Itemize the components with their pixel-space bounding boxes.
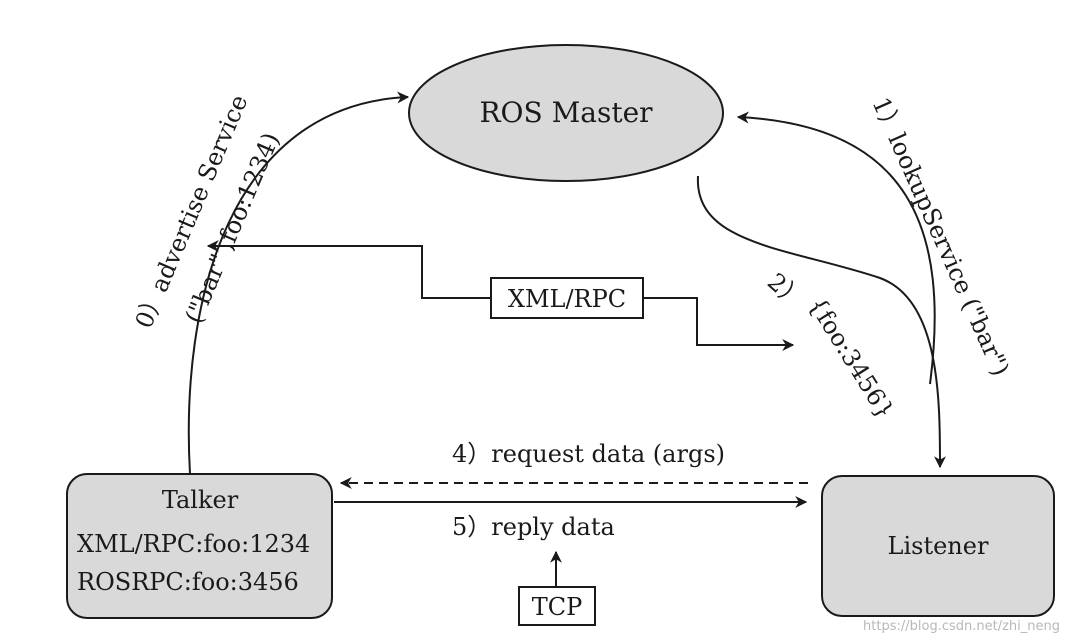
reply-data-label: 5）reply data [452,513,615,541]
talker-rosrpc-address: ROSRPC:foo:3456 [77,568,299,596]
talker-xmlrpc-address: XML/RPC:foo:1234 [77,530,310,558]
ros-master-node [408,44,724,182]
tcp-box [518,586,596,626]
listener-label: Listener [888,532,989,560]
master-reply-arrow [696,175,946,469]
xmlrpc-to-reply-arrow [643,297,795,351]
xmlrpc-to-advertise-arrow [206,240,491,299]
talker-node [66,473,333,619]
talker-title: Talker [162,486,239,514]
watermark: https://blog.csdn.net/zhi_neng [863,619,1060,634]
request-data-label: 4）request data (args) [452,440,725,468]
master-reply-step: 2） [762,268,810,315]
tcp-label: TCP [532,593,583,621]
advertise-arrow [187,91,410,475]
master-reply-value: {foo:3456} [803,292,900,423]
listener-node [821,475,1055,617]
xmlrpc-box [490,277,644,319]
xmlrpc-label: XML/RPC [508,285,626,313]
lookup-label: 1）lookupService ("bar") [867,93,1015,380]
ros-master-label: ROS Master [479,96,653,129]
lookup-arrow [736,111,936,385]
